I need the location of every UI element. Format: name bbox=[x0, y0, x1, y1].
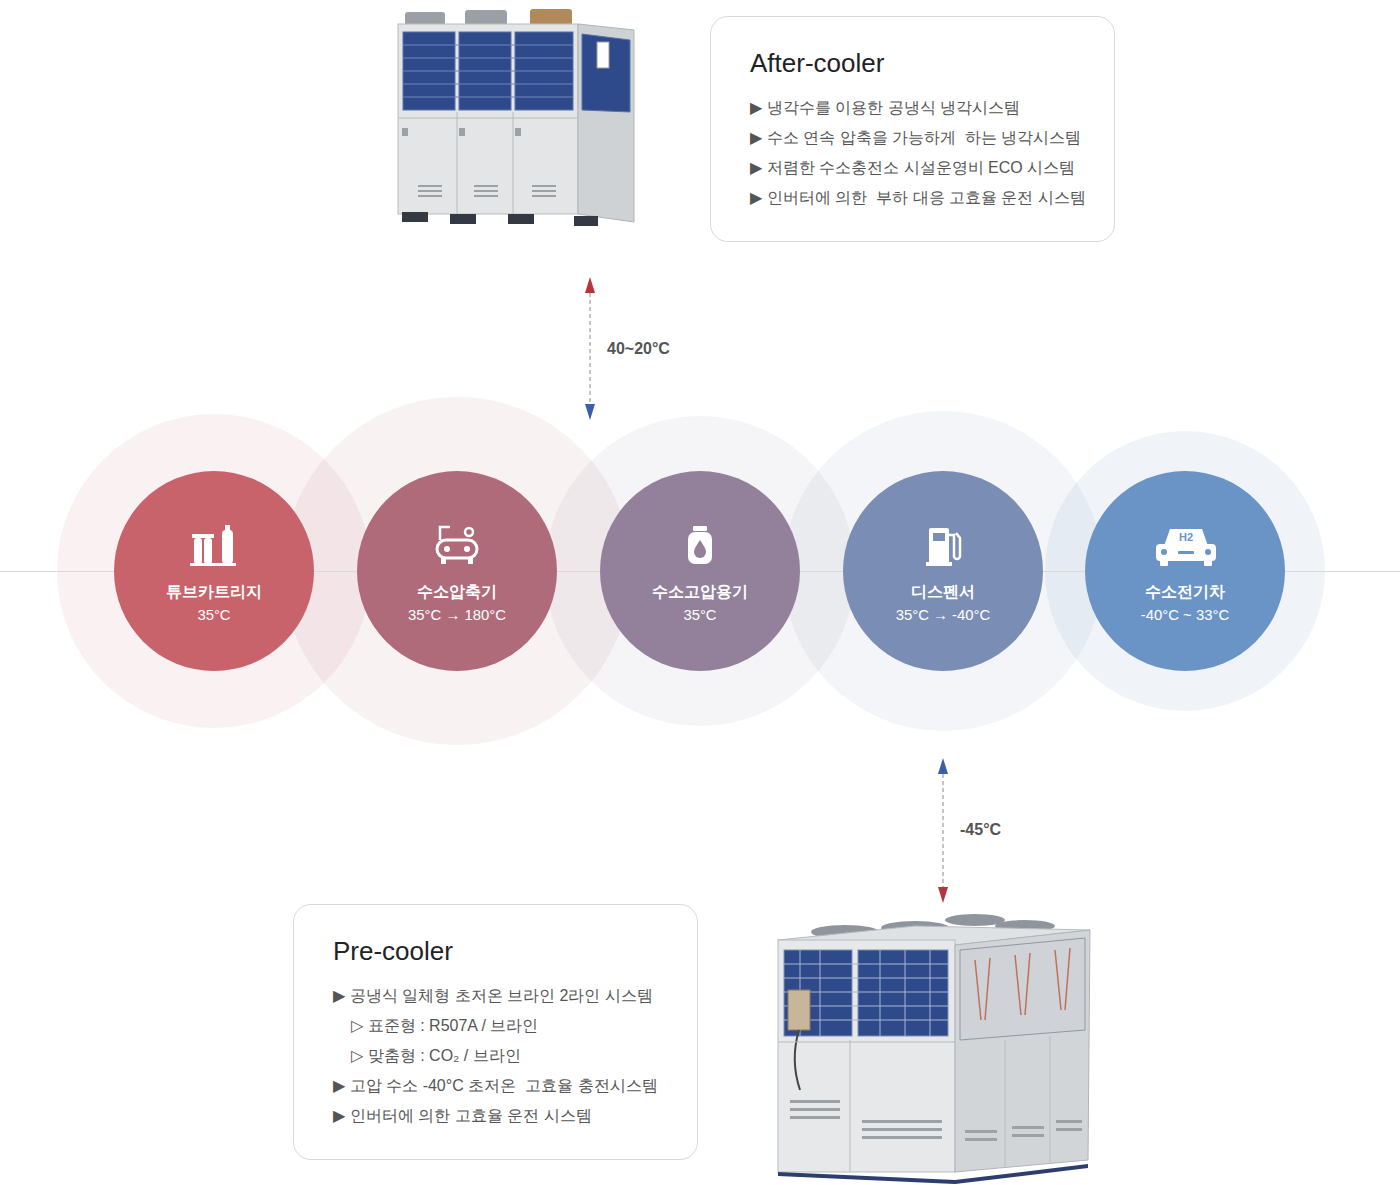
temperature-text: -40°C ~ 33°C bbox=[1085, 603, 1285, 627]
compressor-icon bbox=[437, 527, 477, 564]
bullet-text: ▶ 인버터에 의한 고효율 운전 시스템 bbox=[333, 1101, 592, 1131]
circle-title: 수소고압용기 bbox=[600, 581, 800, 603]
info-box: Pre-cooler ▶ 공냉식 일체형 초저온 브라인 2라인 시스템▷ 표준형… bbox=[293, 904, 698, 1160]
bullet-text: ▷ 맞춤형 : CO₂ / 브라인 bbox=[333, 1041, 521, 1071]
gas-cylinder-icon bbox=[688, 526, 712, 564]
circle-title: 수소전기차 bbox=[1085, 581, 1285, 603]
temperature-arrow bbox=[938, 758, 948, 903]
info-box: After-cooler ▶ 냉각수를 이용한 공냉식 냉각시스템▶ 수소 연속 … bbox=[710, 16, 1115, 242]
tube-trailer-icon bbox=[190, 525, 236, 566]
bullet-text: ▶ 인버터에 의한 부하 대응 고효율 운전 시스템 bbox=[750, 183, 1086, 213]
bullet-text: ▶ 수소 연속 압축을 가능하게 하는 냉각시스템 bbox=[750, 123, 1081, 153]
box-title: After-cooler bbox=[750, 46, 884, 80]
halo-circles bbox=[57, 397, 1325, 745]
process-circle: 수소고압용기35°C bbox=[600, 471, 800, 671]
temperature-label: -45°C bbox=[960, 820, 1001, 839]
after-cooler-machine bbox=[398, 9, 634, 226]
bullet-text: ▶ 냉각수를 이용한 공냉식 냉각시스템 bbox=[750, 93, 1020, 123]
bullet-text: ▷ 표준형 : R507A / 브라인 bbox=[333, 1011, 538, 1041]
process-circle: 디스펜서35°C → -40°C bbox=[843, 471, 1043, 671]
temperature-arrow bbox=[585, 277, 595, 420]
temperature-label: 40~20°C bbox=[607, 339, 670, 358]
bullet-text: ▶ 공냉식 일체형 초저온 브라인 2라인 시스템 bbox=[333, 981, 653, 1011]
pre-cooler-machine bbox=[778, 914, 1090, 1184]
circle-title: 수소압축기 bbox=[357, 581, 557, 603]
circle-title: 튜브카트리지 bbox=[114, 581, 314, 603]
car-icon bbox=[1156, 529, 1216, 566]
process-circle: 수소압축기35°C → 180°C bbox=[357, 471, 557, 671]
process-circle: 수소전기차-40°C ~ 33°C bbox=[1085, 471, 1285, 671]
temperature-text: 35°C → -40°C bbox=[843, 603, 1043, 627]
temperature-text: 35°C → 180°C bbox=[357, 603, 557, 627]
circle-title: 디스펜서 bbox=[843, 581, 1043, 603]
box-title: Pre-cooler bbox=[333, 934, 453, 968]
dispenser-icon bbox=[926, 528, 960, 566]
temperature-text: 35°C bbox=[600, 603, 800, 627]
temperature-text: 35°C bbox=[114, 603, 314, 627]
bullet-text: ▶ 고압 수소 -40°C 초저온 고효율 충전시스템 bbox=[333, 1071, 658, 1101]
bullet-text: ▶ 저렴한 수소충전소 시설운영비 ECO 시스템 bbox=[750, 153, 1075, 183]
process-circle: 튜브카트리지35°C bbox=[114, 471, 314, 671]
